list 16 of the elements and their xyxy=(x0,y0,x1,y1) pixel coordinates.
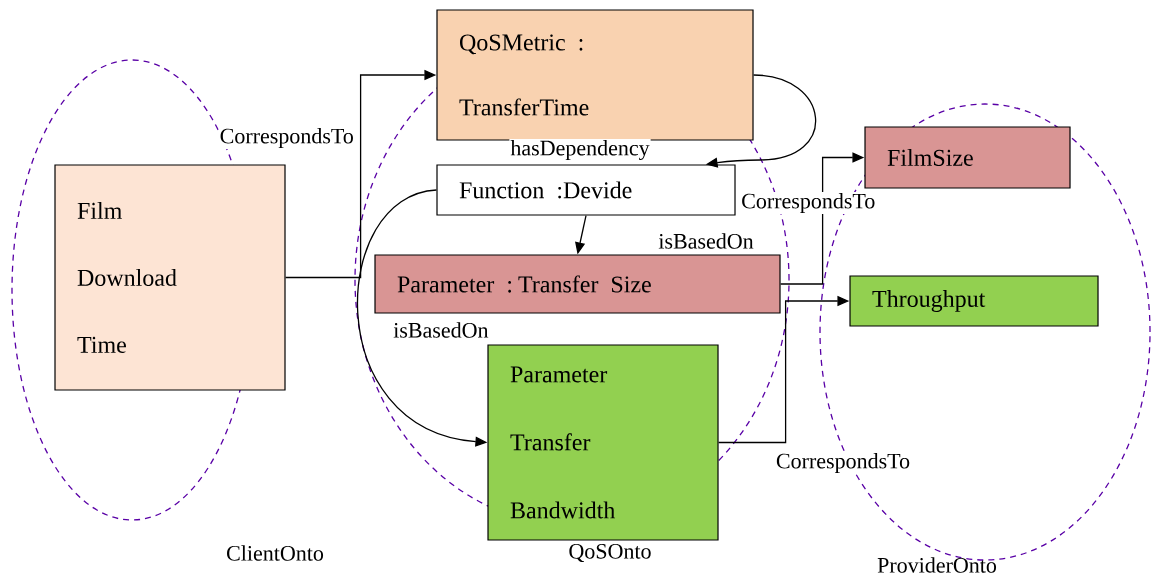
edge-label: hasDependency xyxy=(509,139,651,161)
ontology-label: ClientOnto xyxy=(227,545,324,561)
ontology-label: QoSOnto xyxy=(569,543,651,563)
concept-box: QoSMetric : TransferTime xyxy=(436,9,754,141)
concept-box: Function :Devide xyxy=(436,164,736,216)
edge-label: isBasedOn xyxy=(657,232,755,250)
concept-box: Throughput xyxy=(849,275,1099,327)
concept-box: Film Download Time xyxy=(54,164,286,391)
concept-box: Parameter : Transfer Size xyxy=(374,254,781,314)
ontology-label: ProviderOnto xyxy=(877,557,997,573)
edge-label: isBasedOn xyxy=(392,321,490,339)
concept-box: Parameter Transfer Bandwidth xyxy=(487,344,719,541)
edge-label: CorrespondsTo xyxy=(218,127,355,149)
concept-box: FilmSize xyxy=(864,126,1071,189)
edge-label: CorrespondsTo xyxy=(774,452,912,474)
edge-label: CorrespondsTo xyxy=(740,192,877,214)
